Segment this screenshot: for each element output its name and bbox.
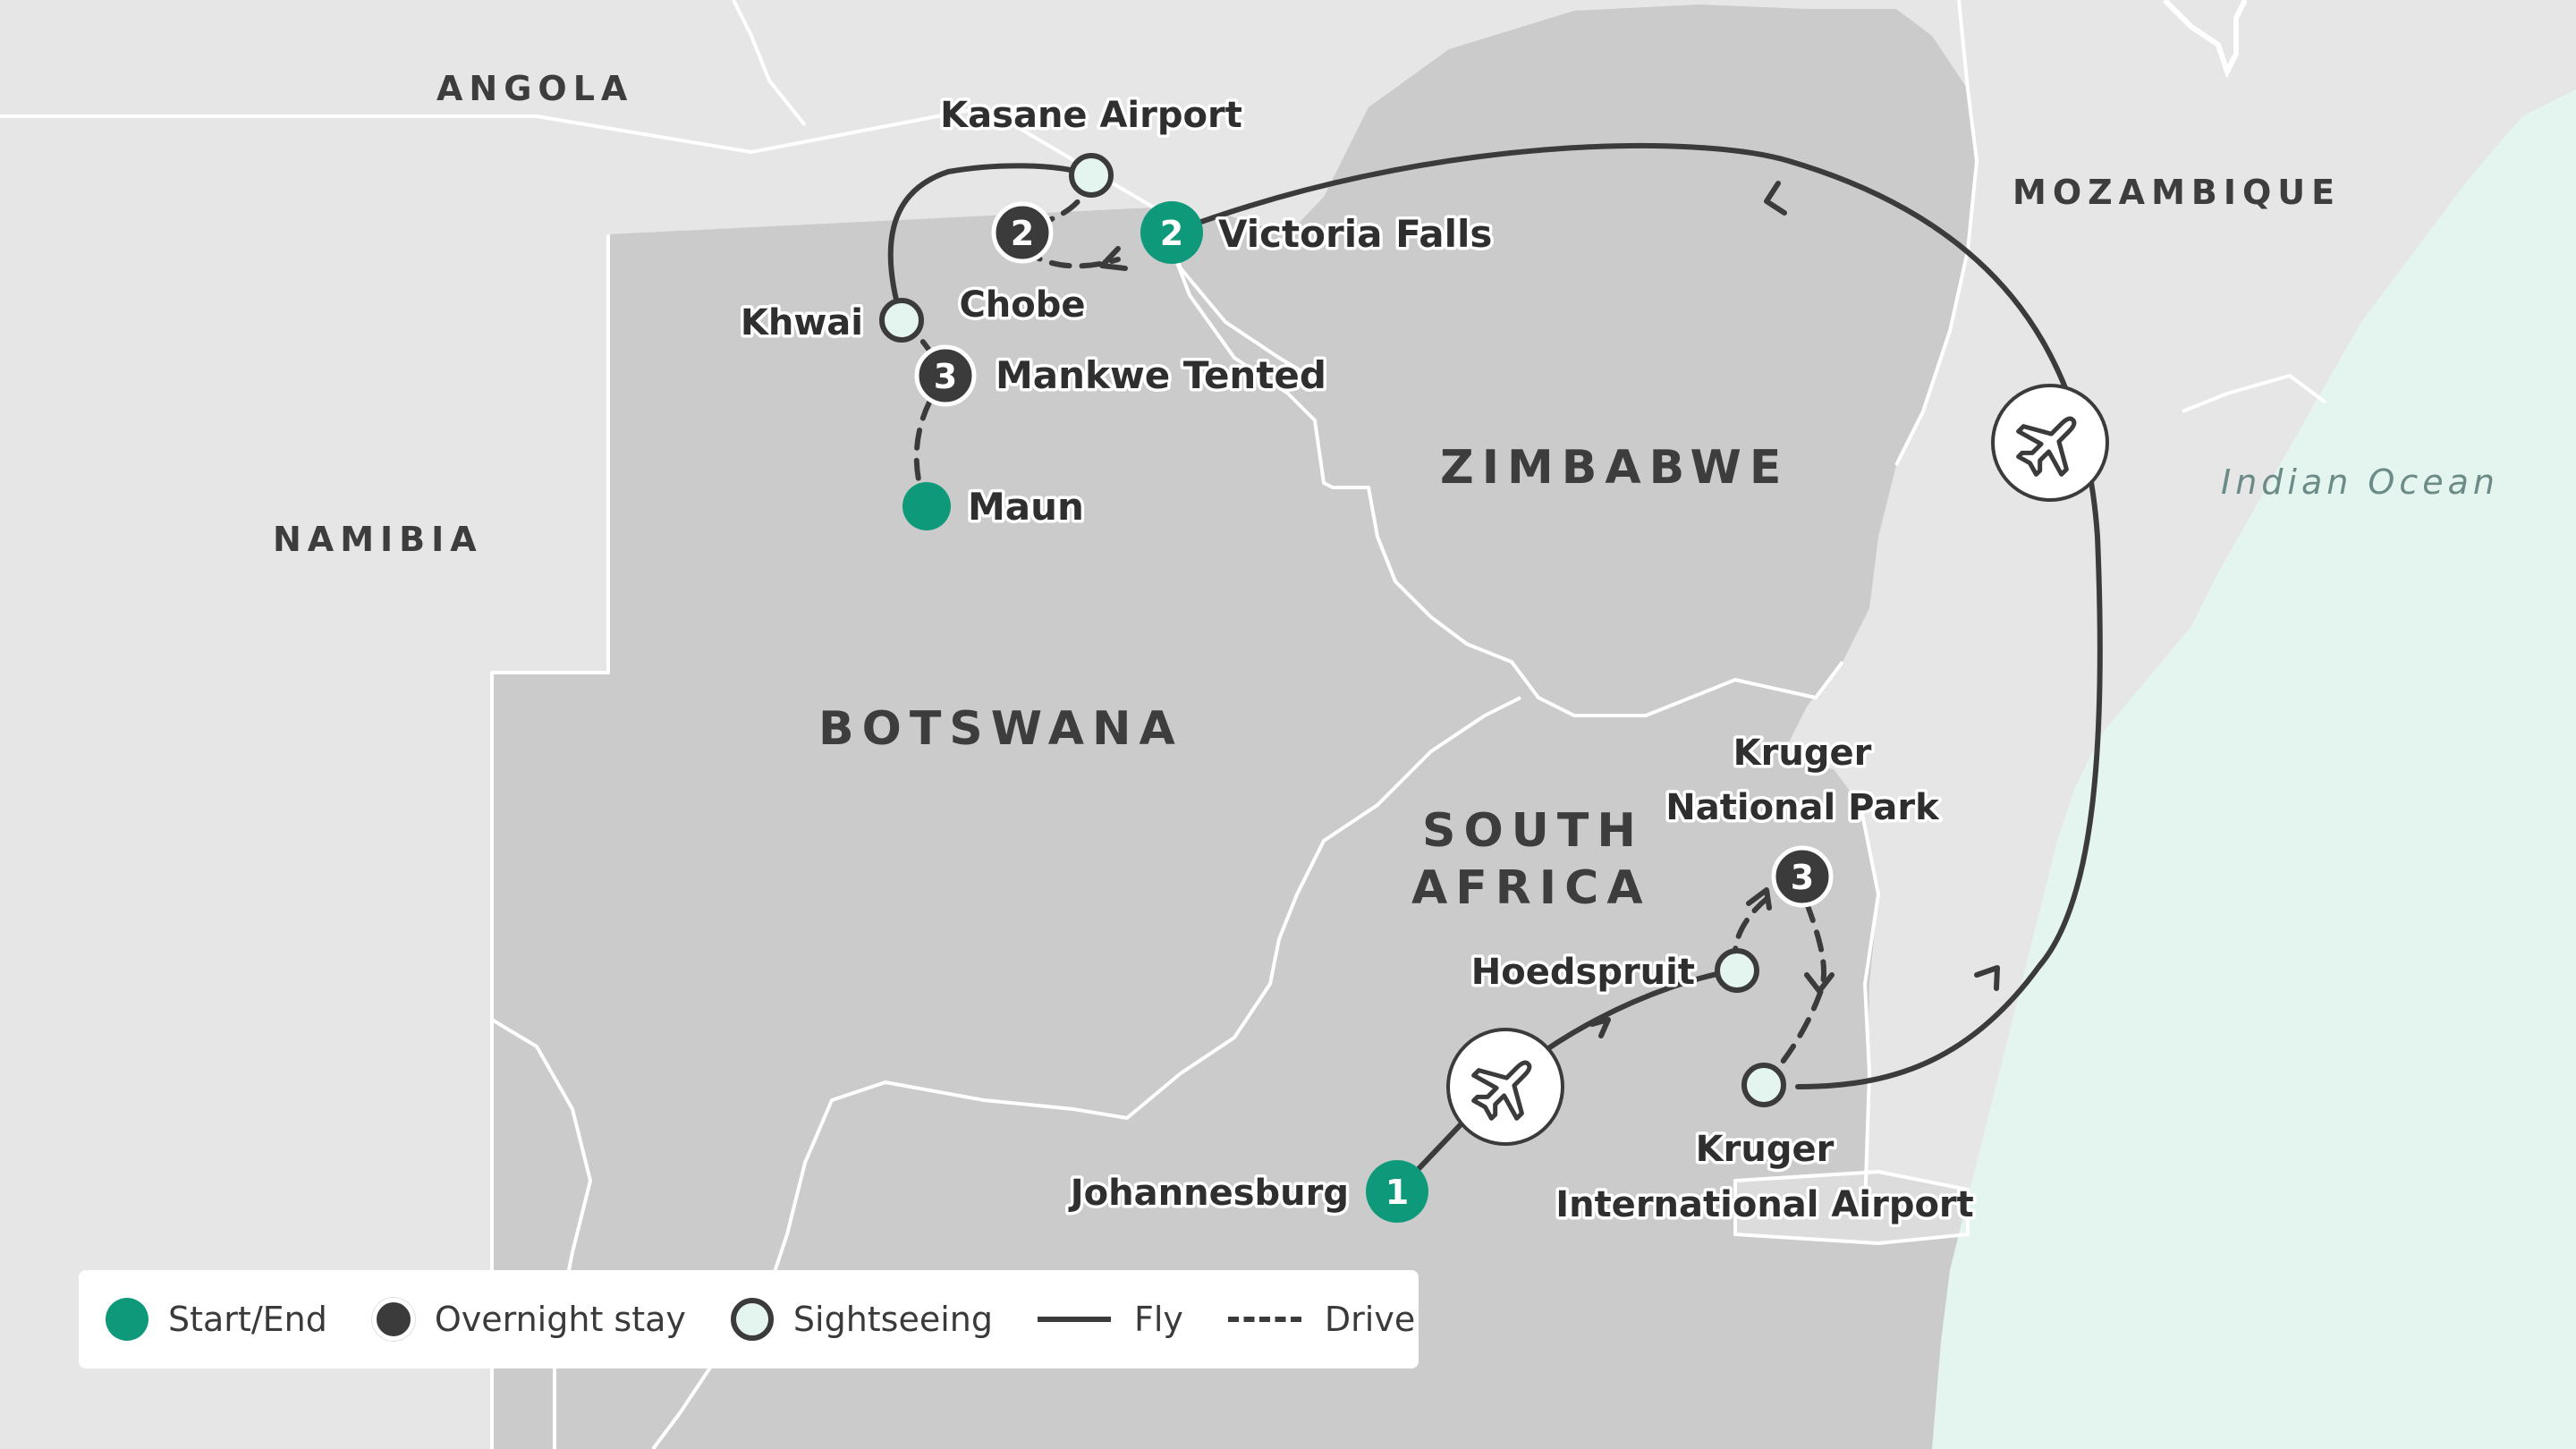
nights-chobe: 2 (1011, 214, 1034, 253)
label-kruger-np-2: National Park (1665, 787, 1940, 828)
marker-hoedspruit (1715, 948, 1759, 993)
marker-kruger-airport (1741, 1063, 1786, 1107)
route-arrows (1099, 181, 2000, 1038)
marker-khwai (879, 298, 924, 343)
overnight-markers: 2 3 3 (914, 201, 1834, 908)
nights-mankwe: 3 (934, 357, 957, 396)
label-kruger-np-1: Kruger (1733, 733, 1872, 774)
legend-start-end-swatch (106, 1298, 148, 1341)
label-kasane: Kasane Airport (940, 95, 1242, 136)
legend-start-end-label: Start/End (168, 1300, 327, 1339)
legend-sightseeing-swatch (730, 1298, 774, 1341)
label-chobe: Chobe (959, 284, 1085, 326)
start-end-markers: 2 1 (902, 201, 1428, 1223)
indian-ocean (1932, 89, 2576, 1449)
nights-johannesburg: 1 (1385, 1173, 1409, 1212)
legend-overnight-swatch (371, 1298, 415, 1341)
legend-fly: Fly (1038, 1300, 1183, 1339)
legend-overnight-label: Overnight stay (434, 1300, 686, 1339)
label-kruger-ap-1: Kruger (1696, 1129, 1835, 1170)
label-kruger-ap-2: International Airport (1555, 1184, 1974, 1225)
legend-sightseeing-label: Sightseeing (792, 1300, 993, 1339)
country-label-namibia: NAMIBIA (273, 520, 483, 559)
plane-icon (2016, 416, 2077, 477)
label-hoedspruit: Hoedspruit (1471, 952, 1695, 993)
plane-marker-north (1991, 384, 2109, 502)
nights-kruger: 3 (1791, 858, 1814, 897)
legend-drive: Drive (1227, 1300, 1416, 1339)
country-label-zimbabwe: ZIMBABWE (1440, 441, 1789, 495)
plane-icon (1471, 1060, 1532, 1121)
country-label-south: SOUTH (1422, 804, 1644, 858)
map-legend: Start/End Overnight stay Sightseeing Fly… (79, 1270, 1419, 1368)
plane-marker-south (1446, 1028, 1564, 1146)
label-victoria-falls: Victoria Falls (1218, 212, 1492, 256)
country-label-botswana: BOTSWANA (818, 702, 1183, 756)
legend-overnight: Overnight stay (371, 1298, 686, 1341)
legend-start-end: Start/End (106, 1298, 327, 1341)
nights-victoria: 2 (1160, 214, 1183, 253)
country-label-africa: AFRICA (1411, 861, 1651, 915)
legend-drive-label: Drive (1324, 1300, 1416, 1339)
country-label-angola: ANGOLA (436, 69, 633, 108)
marker-kasane (1069, 153, 1114, 198)
label-mankwe: Mankwe Tented (996, 353, 1326, 397)
legend-sightseeing: Sightseeing (730, 1298, 993, 1341)
ocean-label: Indian Ocean (2221, 462, 2499, 502)
label-maun: Maun (968, 485, 1084, 529)
label-khwai: Khwai (741, 302, 863, 343)
sightseeing-markers (879, 153, 1786, 1107)
country-label-mozambique: MOZAMBIQUE (2012, 173, 2341, 212)
label-johannesburg: Johannesburg (1068, 1173, 1349, 1214)
legend-drive-swatch (1227, 1317, 1301, 1322)
legend-fly-swatch (1038, 1317, 1111, 1322)
legend-fly-label: Fly (1134, 1300, 1183, 1339)
